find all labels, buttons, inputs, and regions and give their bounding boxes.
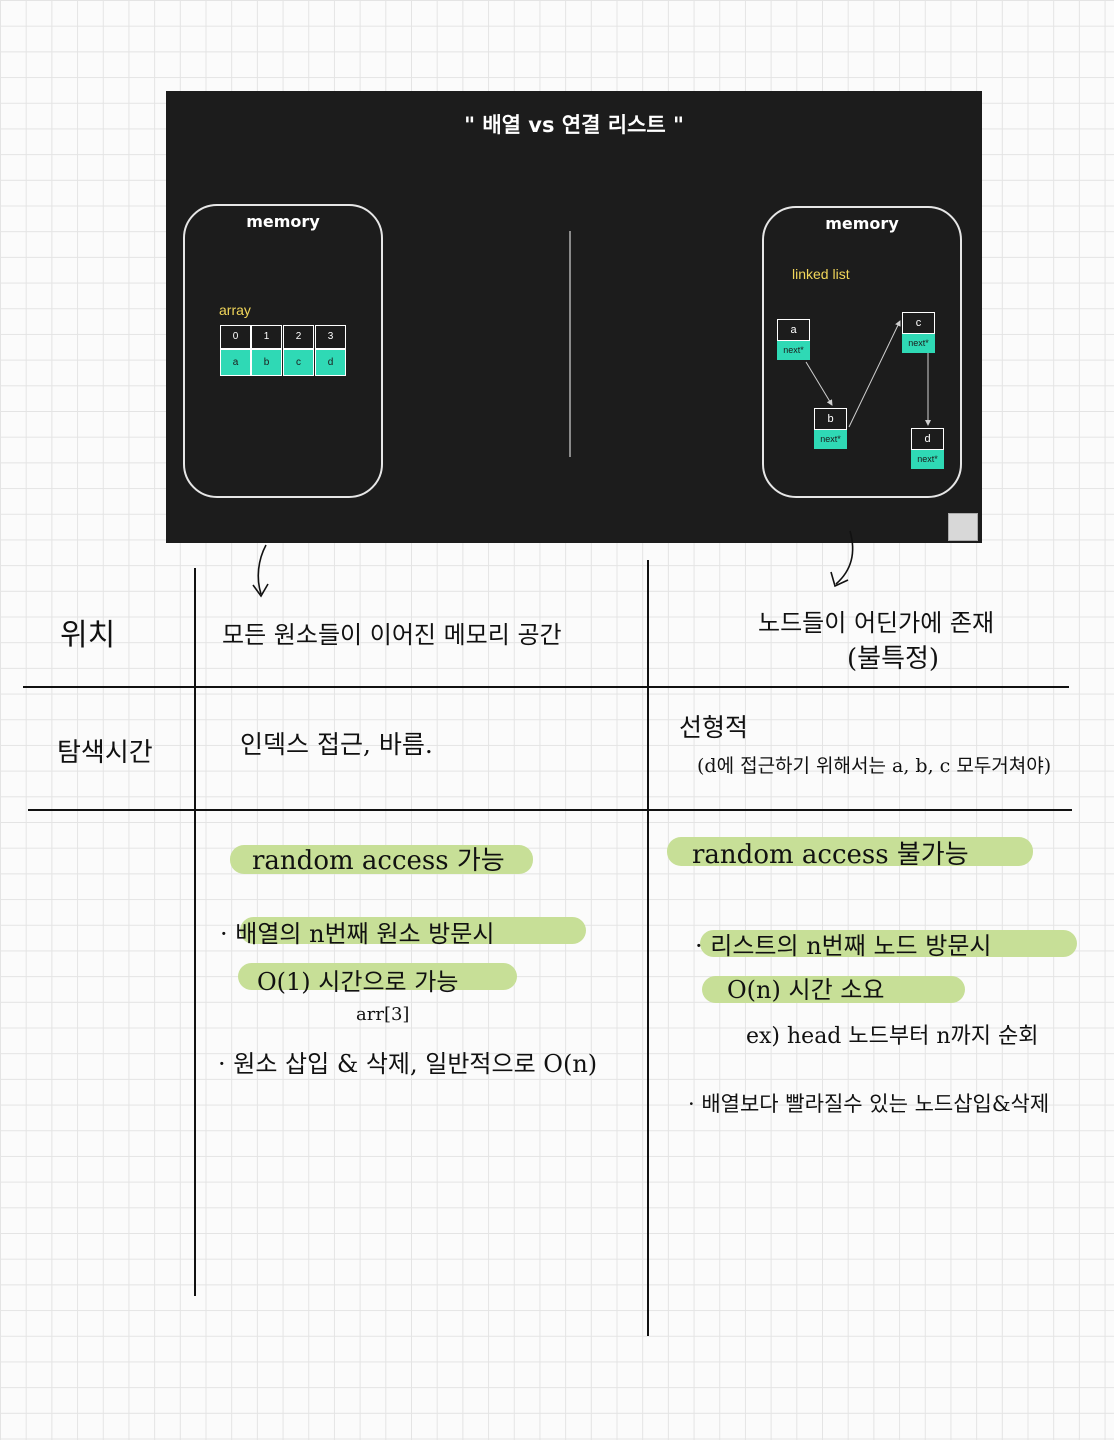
table-horizontal-line-1 (23, 686, 1069, 688)
list-search-note-line2: (d에 접근하기 위해서는 a, b, c 모두거쳐야) (697, 751, 1051, 778)
table-vertical-line-left (194, 568, 196, 1296)
list-bullet1-line2: O(n) 시간 소요 (727, 970, 884, 1005)
list-location-note-line1: 노드들이 어딘가에 존재 (758, 603, 994, 638)
row-header-location: 위치 (60, 610, 115, 654)
array-bullet2: · 원소 삽입 & 삭제, 일반적으로 O(n) (218, 1044, 597, 1079)
table-vertical-line-right (647, 560, 649, 1336)
array-bullet1-line2: O(1) 시간으로 가능 (257, 962, 458, 997)
array-example: arr[3] (356, 1004, 409, 1025)
list-bullet2: · 배열보다 빨라질수 있는 노드삽입&삭제 (688, 1088, 1049, 1118)
array-bullet1-line1: · 배열의 n번째 원소 방문시 (220, 914, 494, 949)
row-header-search-time: 탐색시간 (57, 732, 153, 769)
list-location-note-line2: (불특정) (847, 638, 939, 675)
array-search-note: 인덱스 접근, 바름. (240, 725, 433, 761)
list-example: ex) head 노드부터 n까지 순회 (746, 1018, 1038, 1050)
list-search-note-line1: 선형적 (679, 708, 748, 744)
array-location-note: 모든 원소들이 이어진 메모리 공간 (222, 615, 562, 650)
list-random-access-note: random access 불가능 (692, 834, 969, 871)
array-random-access-note: random access 가능 (252, 840, 505, 877)
list-bullet1-line1: · 리스트의 n번째 노드 방문시 (695, 926, 991, 961)
table-horizontal-line-2 (28, 809, 1072, 811)
